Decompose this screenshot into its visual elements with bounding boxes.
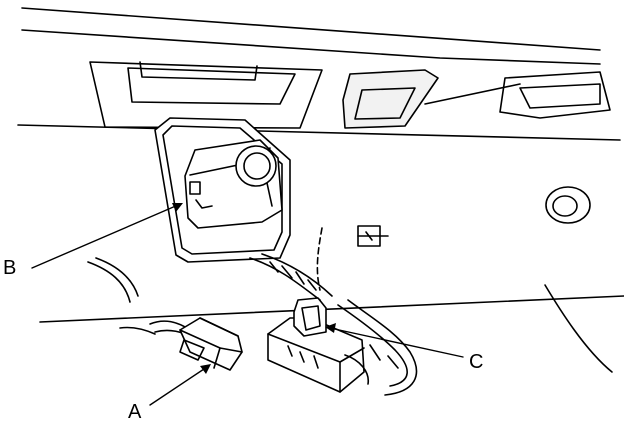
arrowhead-a [200,364,211,374]
arrowhead-b [172,203,183,212]
grommet [545,186,591,224]
callout-c-label: C [469,351,484,373]
pigtail-harness [87,257,196,339]
license-light-recess [89,61,611,129]
leader-b [31,204,179,269]
connector-c [267,297,370,393]
callout-a-label: A [128,401,142,423]
wiring-harness [249,227,418,396]
callout-b-label: B [3,257,17,279]
leader-a [149,366,208,406]
leader-lines [31,204,464,406]
leader-c [329,327,464,358]
connector-a [179,317,243,371]
clip-icon [357,225,389,247]
rearview-camera [154,117,291,263]
arrowhead-c [325,323,336,333]
